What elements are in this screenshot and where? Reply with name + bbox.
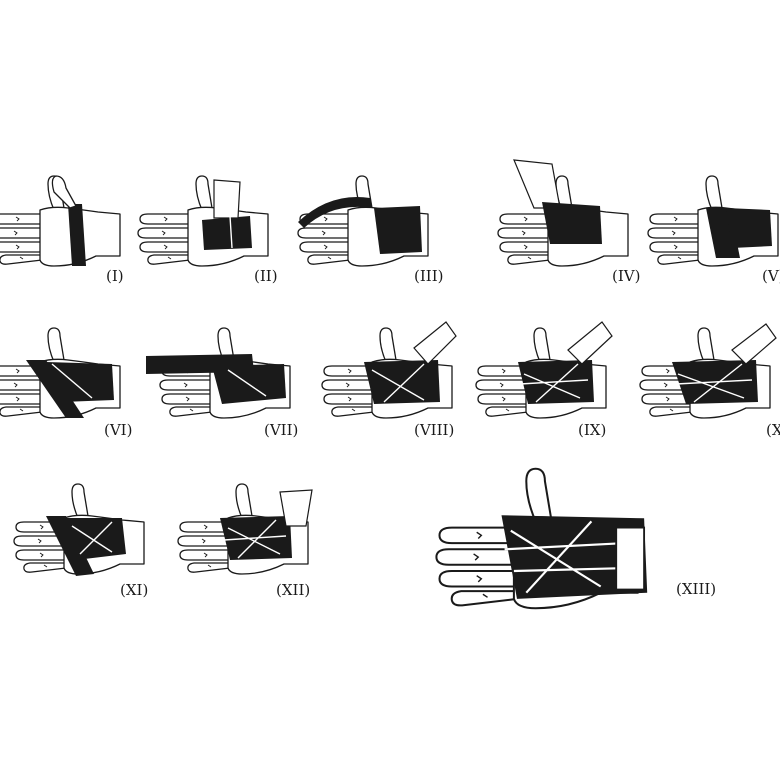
step-label-3: (III) <box>414 267 443 285</box>
step-label-10: (X) <box>766 421 780 439</box>
step-label-5: (V) <box>762 267 780 285</box>
step-label-2: (II) <box>254 267 278 285</box>
step-12-figure <box>177 483 313 575</box>
step-2-figure <box>137 175 269 267</box>
step-3-figure <box>297 175 429 267</box>
step-label-13: (XIII) <box>676 580 716 598</box>
step-label-6: (VI) <box>104 421 132 439</box>
step-7-figure <box>146 327 291 419</box>
step-1-figure <box>0 175 121 267</box>
step-8-figure <box>321 321 457 419</box>
step-label-1: (I) <box>106 267 124 285</box>
step-13-figure <box>435 467 648 610</box>
step-label-4: (IV) <box>612 267 640 285</box>
step-label-11: (XI) <box>120 581 148 599</box>
step-6-figure <box>0 327 121 419</box>
step-11-figure <box>13 483 145 576</box>
step-label-8: (VIII) <box>414 421 454 439</box>
step-label-7: (VII) <box>264 421 298 439</box>
step-10-figure <box>639 323 777 419</box>
step-4-figure <box>497 159 629 267</box>
step-label-9: (IX) <box>578 421 606 439</box>
step-9-figure <box>475 321 613 419</box>
step-5-figure <box>647 175 779 267</box>
step-label-12: (XII) <box>276 581 310 599</box>
